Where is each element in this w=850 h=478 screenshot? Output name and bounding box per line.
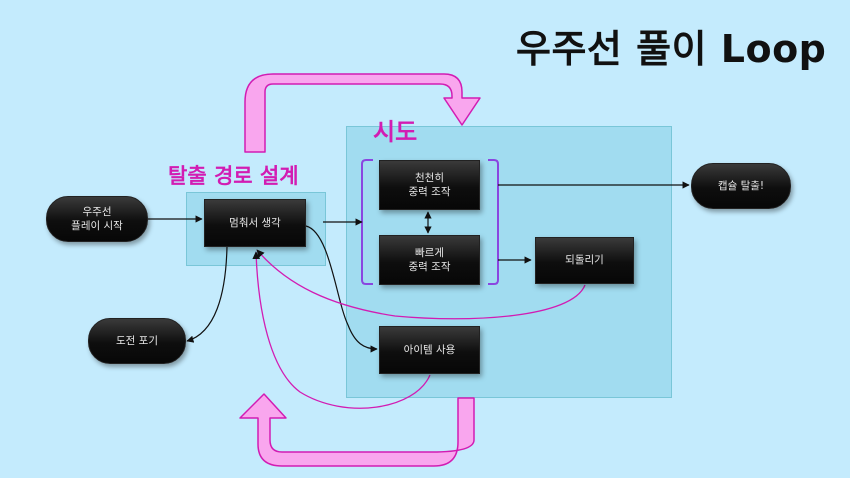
item-use-label: 아이템 사용 [403,343,456,356]
fast-gravity-node: 빠르게 중력 조작 [379,235,480,285]
gravity-group-bracket [361,159,373,285]
feedback-revert-to-think [256,249,586,320]
think-node: 멈춰서 생각 [204,199,306,247]
start-node: 우주선 플레이 시작 [46,196,148,242]
start-node-label: 우주선 플레이 시작 [71,205,123,232]
escape-node: 캡슐 탈출! [691,163,791,209]
escape-design-label: 탈출 경로 설계 [168,164,299,188]
gravity-group-bracket [488,159,499,285]
slow-gravity-node: 천천히 중력 조작 [379,160,480,210]
top-loop-arrow [244,73,481,153]
slow-gravity-label: 천천히 중력 조작 [408,171,451,198]
bottom-loop-arrow [239,393,475,467]
page-title: 우주선 풀이 Loop [516,27,827,71]
item-use-node: 아이템 사용 [379,326,480,374]
think-node-label: 멈춰서 생각 [229,216,281,229]
escape-node-label: 캡슐 탈출! [717,179,765,192]
arrow-think-to-giveup [186,245,228,343]
revert-node: 되돌리기 [535,237,634,284]
arrow-think-to-item [305,225,378,353]
try-region-label: 시도 [373,118,418,146]
giveup-node-label: 도전 포기 [116,334,158,347]
revert-node-label: 되돌리기 [565,254,604,267]
fast-gravity-label: 빠르게 중력 조작 [408,246,451,273]
giveup-node: 도전 포기 [88,318,186,364]
feedback-item-to-think [252,251,431,409]
